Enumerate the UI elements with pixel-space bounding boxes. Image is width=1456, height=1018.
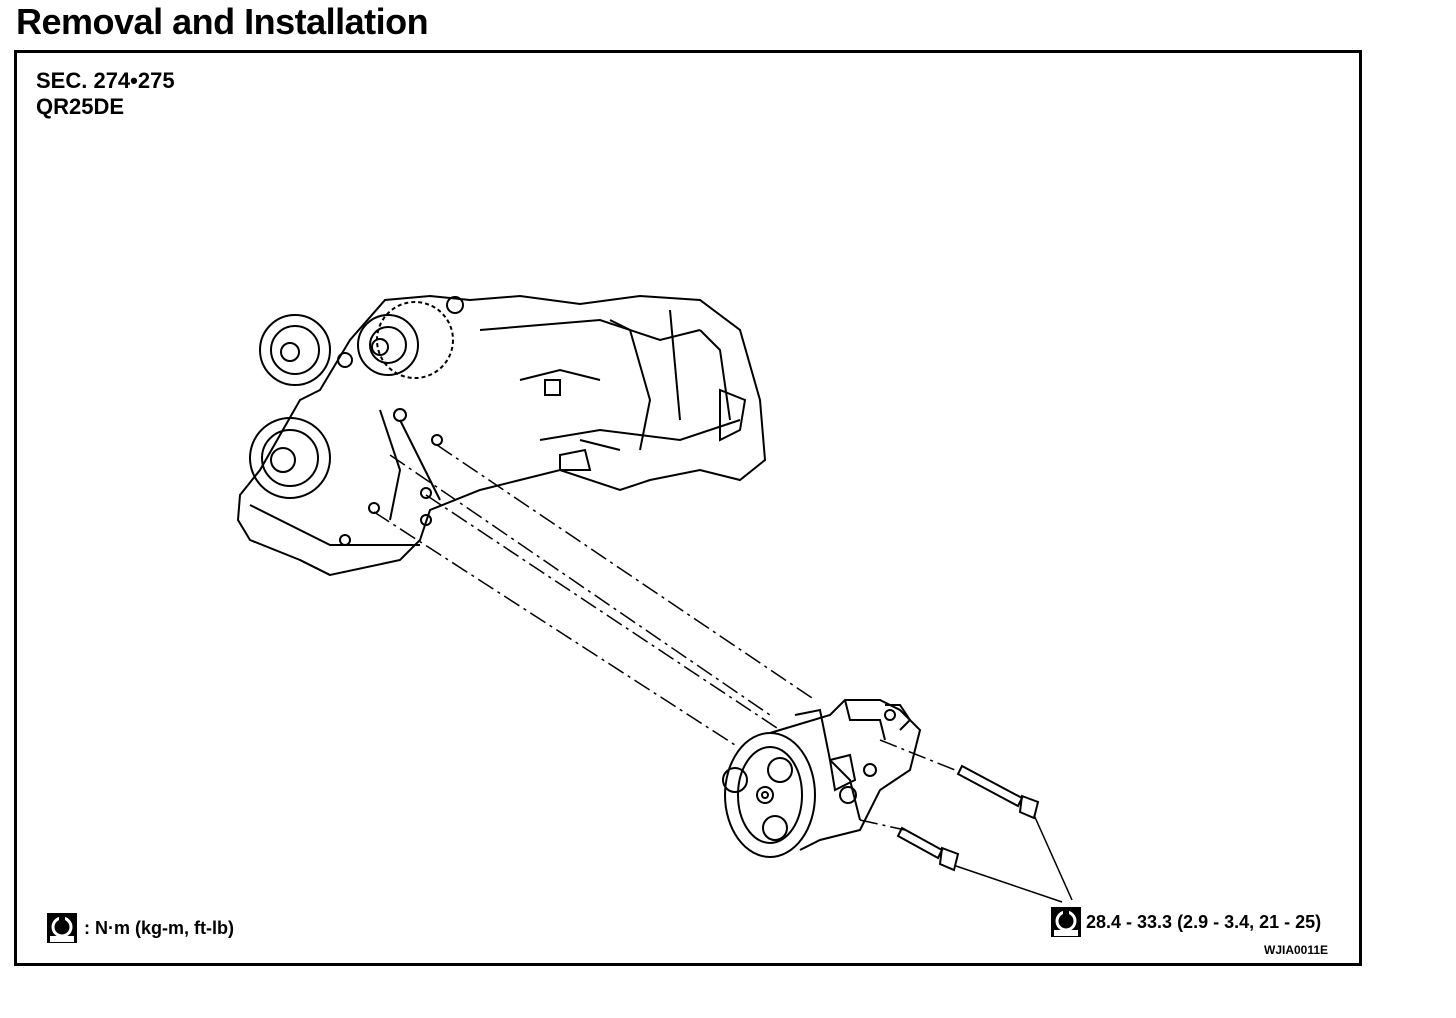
section-label: SEC. 274•275 QR25DE [36,68,175,120]
torque-spec: 28.4 - 33.3 (2.9 - 3.4, 21 - 25) [1050,906,1321,938]
alignment-lines [373,444,956,831]
ac-compressor [722,699,922,858]
engine-assembly [236,294,767,577]
section-number: SEC. 274•275 [36,68,175,93]
page-title: Removal and Installation [16,1,429,42]
torque-value-text: 28.4 - 33.3 (2.9 - 3.4, 21 - 25) [1086,911,1322,932]
torque-legend: : N·m (kg-m, ft-lb) [46,912,234,944]
mounting-bolts [896,764,1040,872]
engine-code: QR25DE [36,94,125,119]
torque-wrench-icon [1051,907,1081,937]
torque-wrench-icon [47,913,77,943]
figure-reference: WJIA0011E [1264,943,1329,957]
diagram-frame [14,50,1362,966]
torque-unit-text: : N·m (kg-m, ft-lb) [84,917,234,938]
leader-lines [955,814,1073,903]
